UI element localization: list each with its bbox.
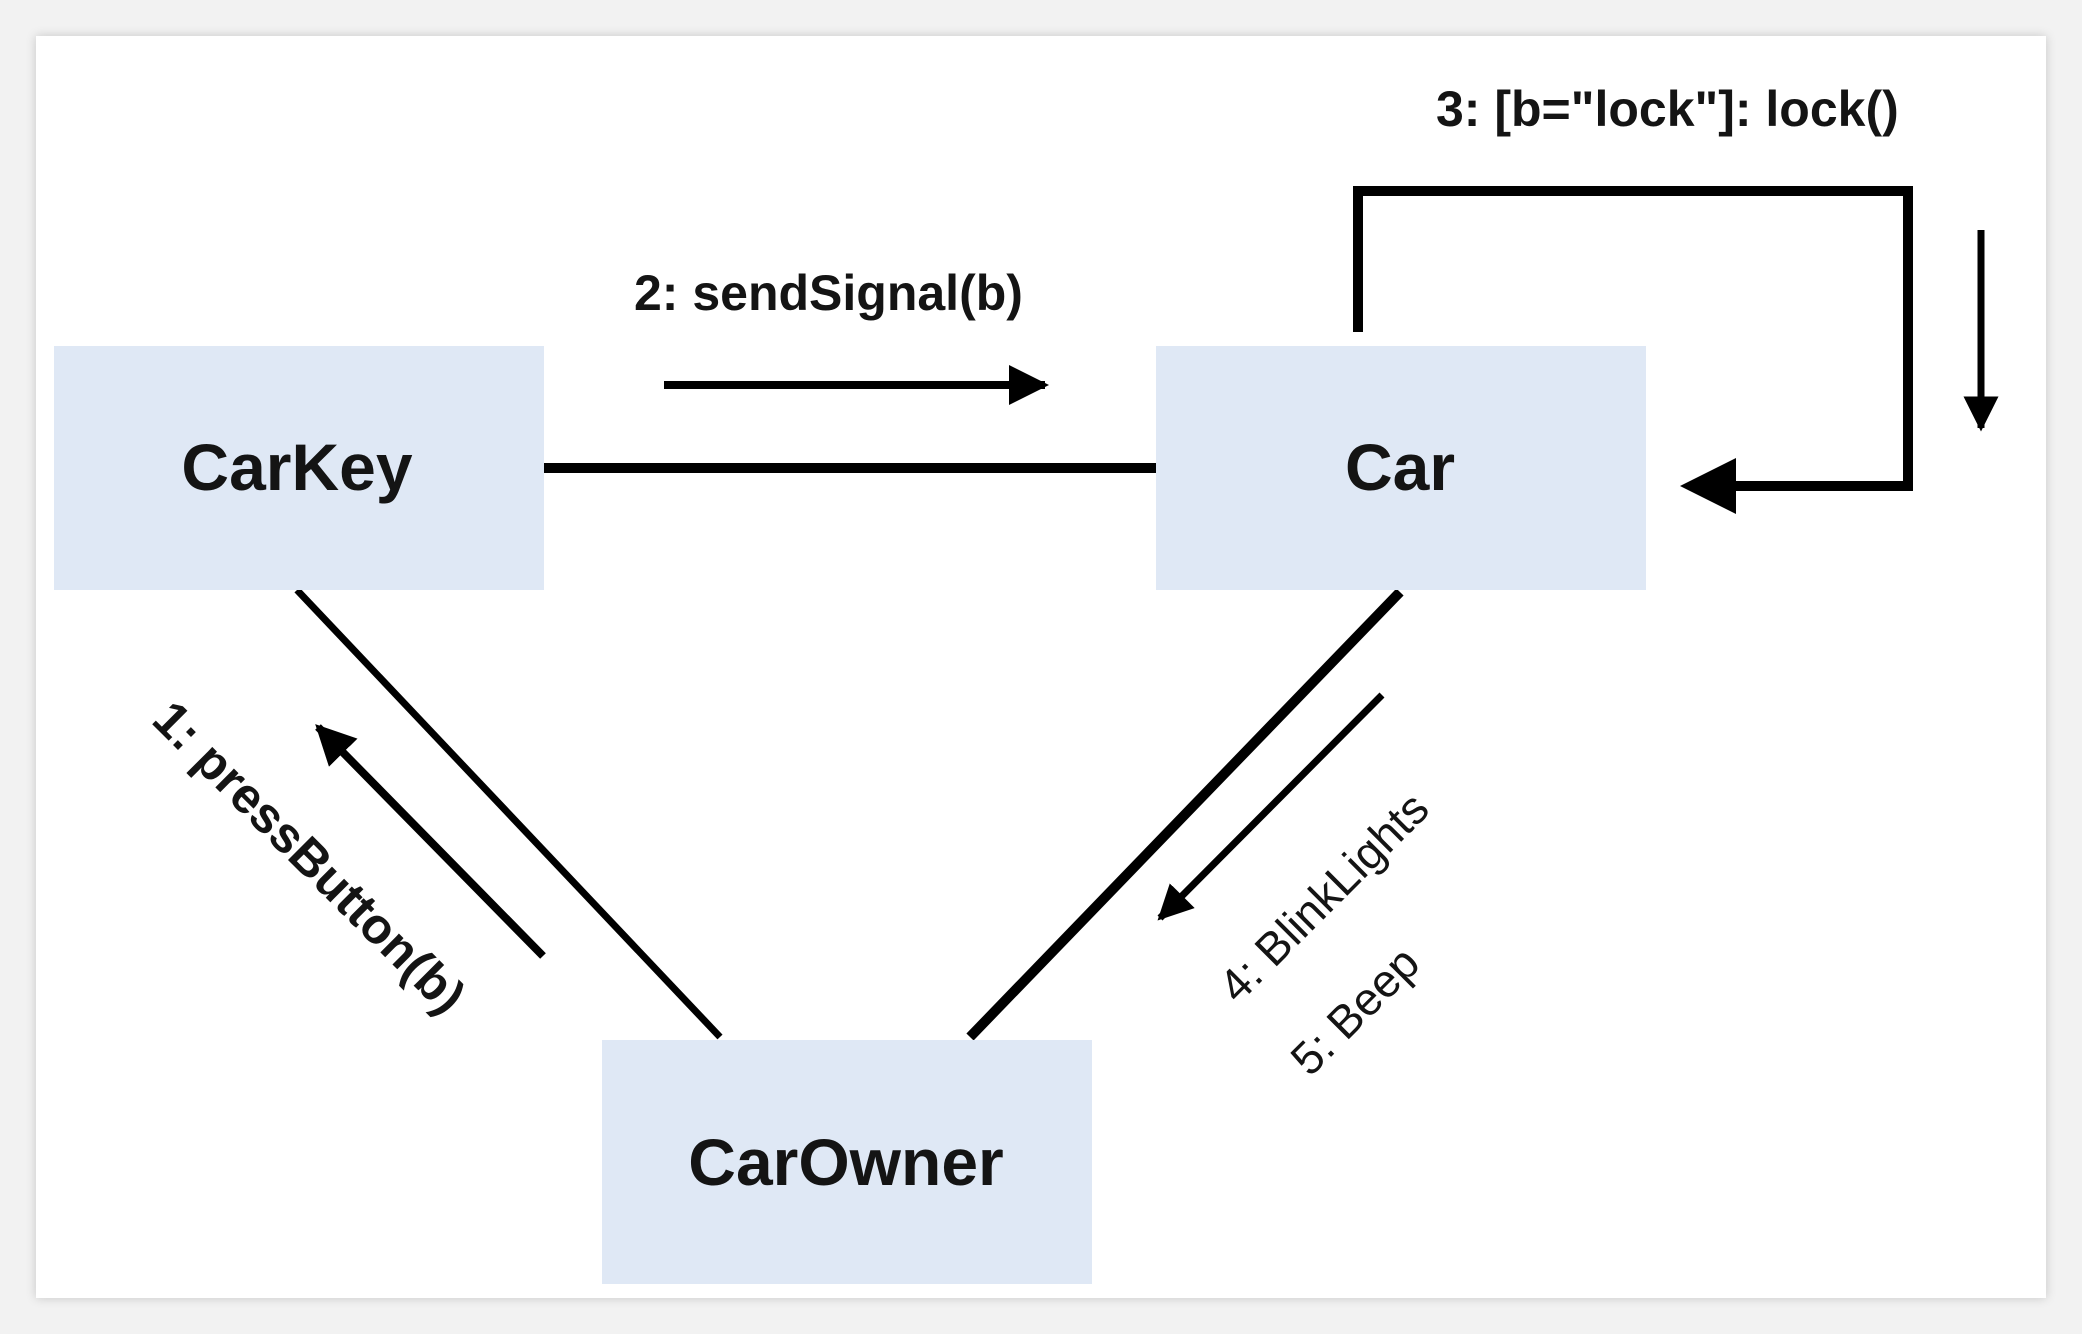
message-arrow-4-5: [1157, 692, 1385, 921]
carowner-box: [602, 1040, 1092, 1284]
carkey-box: [54, 346, 544, 590]
self-link-car: [1353, 186, 1913, 491]
self-link-arrowhead: [1680, 458, 1736, 514]
car-box: [1156, 346, 1646, 590]
message-label-2: 2: sendSignal(b): [634, 265, 1023, 321]
message-label-3: 3: [b="lock"]: lock(): [1436, 81, 1899, 137]
link-car-carowner: [966, 588, 1404, 1041]
car-label: Car: [1345, 430, 1455, 504]
link-carkey-carowner: [294, 587, 723, 1040]
message-label-5: 5: Beep: [1280, 936, 1429, 1085]
message-label-1: 1: pressButton(b): [142, 690, 476, 1024]
message-arrow-1: [315, 724, 546, 959]
carowner-label: CarOwner: [688, 1125, 1003, 1199]
carkey-label: CarKey: [181, 430, 412, 504]
